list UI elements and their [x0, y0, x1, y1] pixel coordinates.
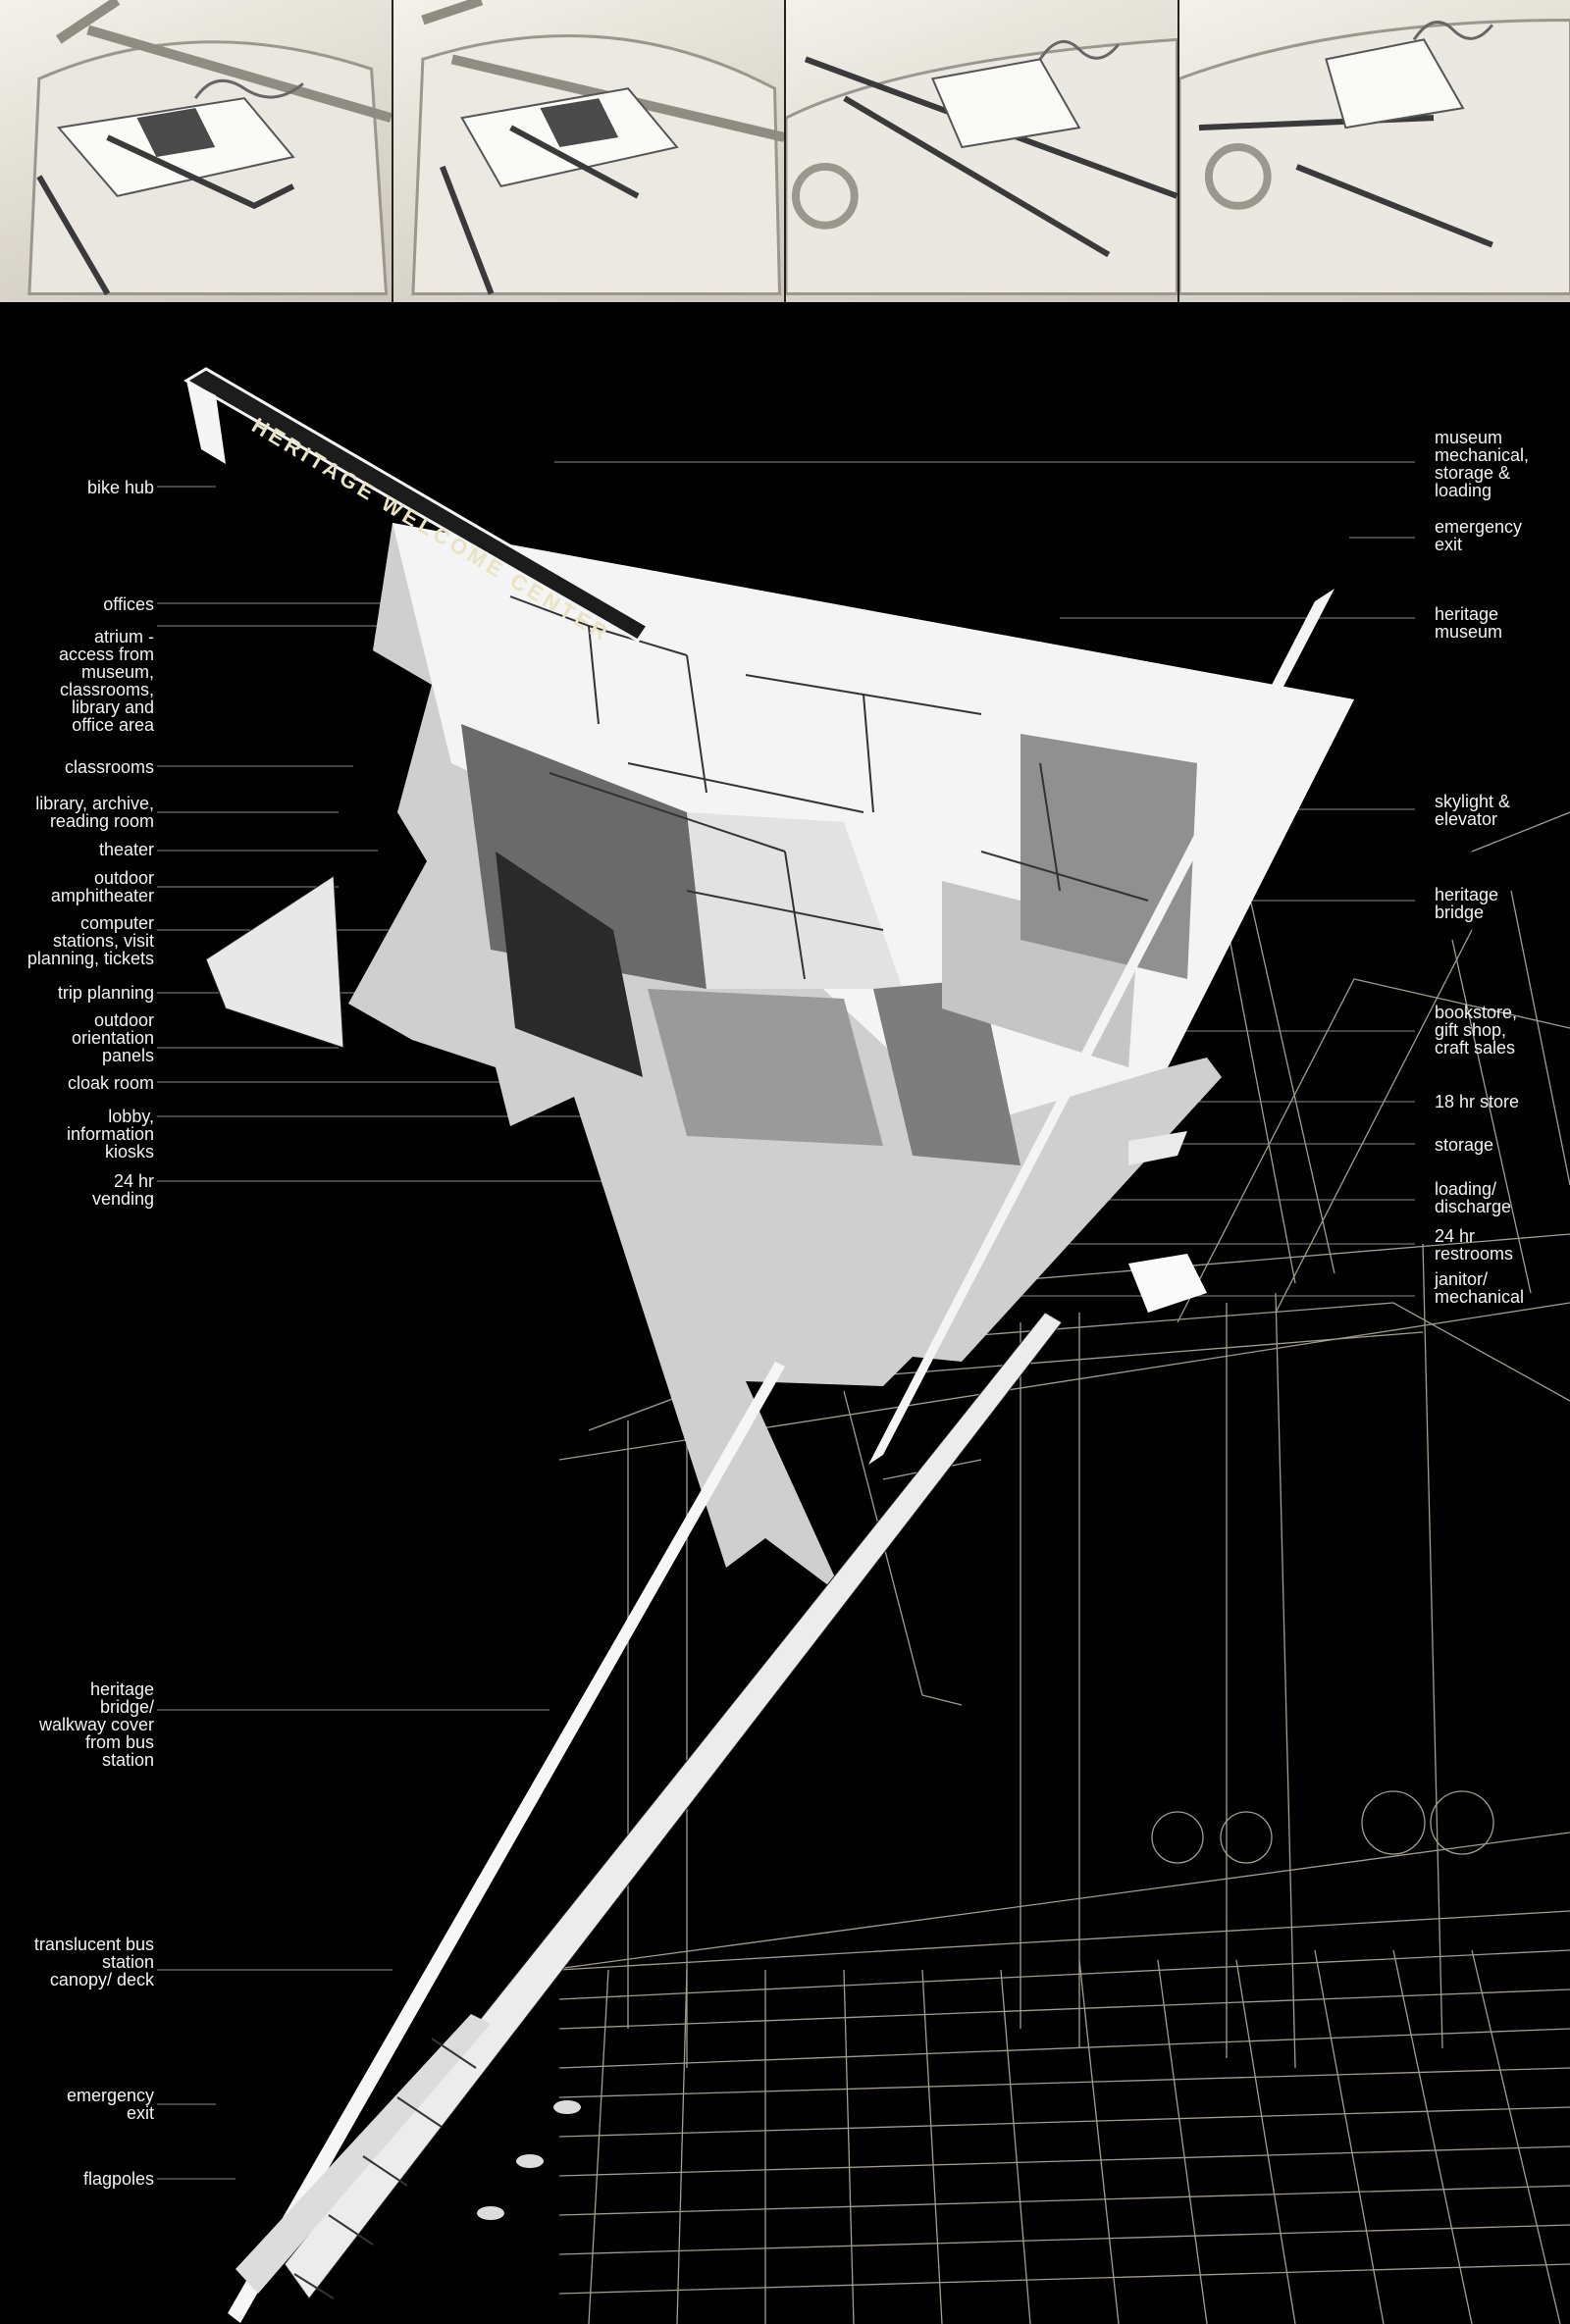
- label-18hr-store: 18 hr store: [1435, 1092, 1520, 1111]
- label-bookstore: bookstore, gift shop, craft sales: [1435, 1003, 1518, 1058]
- model-view-1: [0, 0, 393, 302]
- label-heritage-bridge: heritage bridge: [1435, 885, 1499, 922]
- label-storage: storage: [1435, 1135, 1494, 1155]
- label-emergency-exit-south: emergency exit: [66, 2086, 154, 2123]
- label-classrooms: classrooms: [64, 757, 154, 777]
- model-photo-strip: [0, 0, 1570, 302]
- label-trip-planning: trip planning: [57, 983, 154, 1003]
- label-computer-stations: computer stations, visit planning, ticke…: [26, 913, 154, 968]
- label-atrium: atrium - access from museum, classrooms,…: [58, 627, 154, 735]
- model-view-4: [1178, 0, 1570, 302]
- building-model: HERITAGE WELCOME CENTER: [183, 367, 1354, 2323]
- label-bike-hub: bike hub: [86, 478, 154, 497]
- label-heritage-bridge-walkway: heritage bridge/ walkway cover from bus …: [38, 1679, 154, 1770]
- label-loading-discharge: loading/ discharge: [1435, 1179, 1512, 1216]
- label-cloak-room: cloak room: [67, 1073, 154, 1093]
- label-emergency-exit-north: emergency exit: [1435, 517, 1523, 554]
- label-24hr-restrooms: 24 hr restrooms: [1435, 1226, 1514, 1264]
- model-view-2: [392, 0, 786, 302]
- label-janitor-mechanical: janitor/ mechanical: [1435, 1269, 1525, 1307]
- axonometric-diagram: HERITAGE WELCOME CENTER: [157, 367, 1570, 2324]
- label-skylight-elevator: skylight & elevator: [1435, 792, 1511, 829]
- label-theater: theater: [98, 840, 154, 859]
- label-flagpoles: flagpoles: [82, 2169, 154, 2189]
- label-lobby: lobby, information kiosks: [66, 1107, 154, 1162]
- label-bus-station-canopy: translucent bus station canopy/ deck: [33, 1935, 154, 1989]
- label-museum-mechanical: museum mechanical, storage & loading: [1435, 428, 1530, 500]
- label-heritage-museum: heritage museum: [1435, 604, 1503, 642]
- label-orientation-panels: outdoor orientation panels: [71, 1010, 154, 1065]
- label-24hr-vending: 24 hr vending: [91, 1171, 154, 1209]
- model-view-3: [786, 0, 1179, 302]
- label-offices: offices: [103, 594, 154, 614]
- label-outdoor-amphitheater: outdoor amphitheater: [50, 868, 154, 905]
- label-library: library, archive, reading room: [35, 794, 154, 831]
